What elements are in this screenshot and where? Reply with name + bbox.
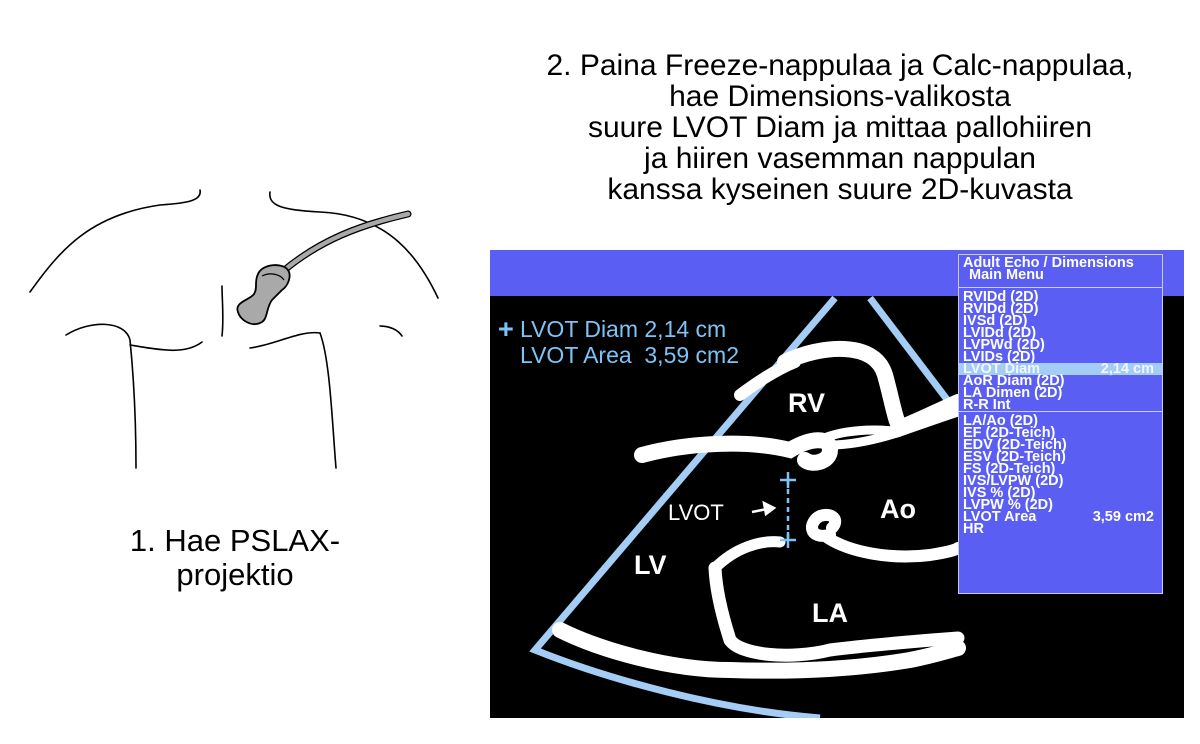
measurement-readout: LVOT Area 3,59 cm2 <box>498 342 739 369</box>
menu-item[interactable]: ESV (2D-Teich) <box>963 449 1066 465</box>
step2-line: 2. Paina Freeze-nappulaa ja Calc-nappula… <box>546 49 1134 82</box>
menu-item[interactable]: LVIDs (2D) <box>963 349 1036 365</box>
mitral-leaflet <box>709 536 786 574</box>
menu-item[interactable]: FS (2D-Teich) <box>963 461 1056 477</box>
menu-item[interactable]: LA Dimen (2D) <box>963 385 1063 401</box>
measurement-value: 3,59 cm2 <box>644 342 739 368</box>
la-label: LA <box>812 598 848 628</box>
menu-group-dimensions: RVIDd (2D) RVIDd (2D) IVSd (2D) LVIDd (2… <box>959 288 1162 413</box>
menu-item[interactable]: LVPW % (2D) <box>963 497 1053 513</box>
menu-item[interactable]: IVSd (2D) <box>963 313 1028 329</box>
sector-border-right <box>867 295 958 413</box>
interventricular-septum <box>634 432 839 471</box>
ao-label: Ao <box>880 494 916 524</box>
right-arm-line <box>319 332 337 469</box>
pslax-echo-image <box>529 295 966 718</box>
lv-posterior-wall <box>552 622 966 679</box>
menu-item[interactable]: IVS/LVPW (2D) <box>963 473 1064 489</box>
menu-item[interactable]: LVIDd (2D) <box>963 325 1037 341</box>
left-chest-line <box>129 341 203 352</box>
menu-item[interactable]: HR <box>963 521 984 537</box>
measurement-readout: + LVOT Diam 2,14 cm <box>498 316 726 343</box>
chest-probe-illustration <box>29 189 439 469</box>
step2-line: suure LVOT Diam ja mittaa pallohiiren <box>587 111 1093 144</box>
menu-item[interactable]: AoR Diam (2D) <box>963 373 1065 389</box>
measurement-label: LVOT Area <box>520 342 632 368</box>
left-arm-line <box>65 323 137 469</box>
measurement-label: LVOT Diam <box>520 316 639 342</box>
sector-border-left <box>529 295 838 718</box>
menu-item[interactable]: R-R Int <box>963 397 1011 413</box>
aortic-root-posterior <box>822 532 964 563</box>
menu-item[interactable]: RVIDd (2D) <box>963 301 1039 317</box>
menu-item[interactable]: EDV (2D-Teich) <box>963 437 1067 453</box>
menu-item[interactable]: EF (2D-Teich) <box>963 425 1056 441</box>
probe-cable <box>278 210 412 276</box>
sternum-line <box>221 285 224 337</box>
step1-line: projektio <box>176 557 294 592</box>
menu-subtitle[interactable]: Main Menu <box>969 267 1044 283</box>
right-side-line <box>379 325 403 337</box>
menu-item[interactable]: RVIDd (2D) <box>963 289 1039 305</box>
probe-body <box>236 264 291 325</box>
caliper-marker: + <box>498 314 514 344</box>
right-shoulder-line <box>269 191 439 299</box>
aortic-root-anterior <box>825 427 905 450</box>
step1-line: 1. Hae PSLAX- <box>129 523 341 558</box>
ultrasound-screen: RV Ao LV LA LVOT + LVOT Diam 2,14 cm LVO… <box>490 250 1184 718</box>
menu-group-calculations: LA/Ao (2D) EF (2D-Teich) EDV (2D-Teich) … <box>959 411 1162 537</box>
rv-outer-wall <box>777 341 966 438</box>
lvot-arrow-head <box>762 500 777 517</box>
la-posterior-wall <box>708 561 965 662</box>
measurement-value: 2,14 cm <box>644 316 727 342</box>
rv-label: RV <box>788 388 826 418</box>
step2-line: kanssa kyseinen suure 2D-kuvasta <box>607 173 1073 206</box>
step2-instructions: 2. Paina Freeze-nappulaa ja Calc-nappula… <box>500 50 1180 205</box>
left-shoulder-line <box>29 189 201 293</box>
menu-item[interactable]: LA/Ao (2D) <box>963 413 1038 429</box>
step2-line: hae Dimensions-valikosta <box>669 80 1011 113</box>
step1-caption: 1. Hae PSLAX- projektio <box>60 524 410 592</box>
menu-item[interactable]: LVPWd (2D) <box>963 337 1045 353</box>
calc-menu: Adult Echo / Dimensions Main Menu RVIDd … <box>958 254 1163 594</box>
rv-anterior-wall <box>734 356 801 401</box>
menu-title: Adult Echo / Dimensions <box>963 255 1134 271</box>
menu-header: Adult Echo / Dimensions Main Menu <box>959 255 1162 288</box>
lv-label: LV <box>634 550 667 580</box>
aortic-cusp <box>806 509 842 542</box>
lvot-label: LVOT <box>668 500 724 525</box>
menu-item[interactable]: IVS % (2D) <box>963 485 1036 501</box>
step2-line: ja hiiren vasemman nappulan <box>644 142 1036 175</box>
right-chest-line <box>249 331 321 349</box>
